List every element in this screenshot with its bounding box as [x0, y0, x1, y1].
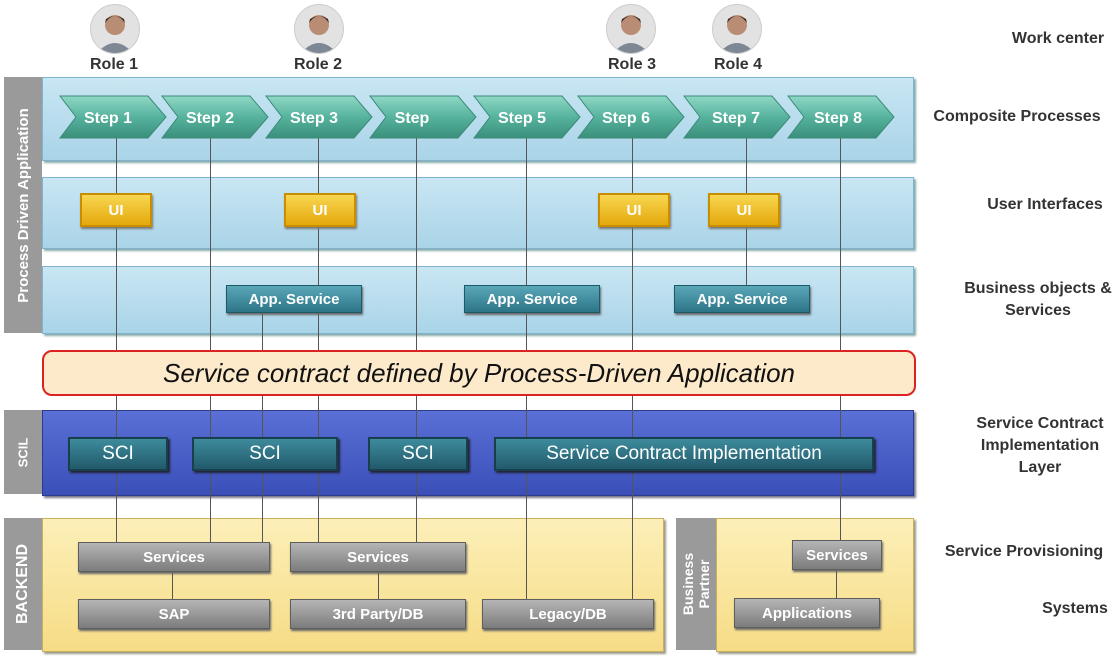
role-4-avatar [712, 4, 762, 54]
partner-applications: Applications [734, 598, 880, 628]
connector-line [116, 130, 117, 550]
app-service-3: App. Service [674, 285, 810, 313]
user-interfaces-layer [42, 177, 914, 249]
ui-box-3: UI [598, 193, 670, 227]
role-2-avatar [294, 4, 344, 54]
label-systems: Systems [1042, 600, 1108, 617]
ui-box-1: UI [80, 193, 152, 227]
step-2-chevron [160, 95, 269, 139]
backend-layer [42, 518, 664, 652]
role-2-label: Role 2 [293, 56, 342, 73]
step-6-label: Step 6 [602, 110, 650, 127]
backend-side-tab: BACKEND [4, 518, 42, 650]
label-service-contract-layer: Service Contract Implementation Layer [976, 415, 1104, 476]
backend-services-1: Services [78, 542, 270, 572]
role-4-label: Role 4 [713, 56, 762, 73]
sci-box-3: SCI [368, 437, 468, 471]
label-business-objects: Business objects & Services [964, 280, 1112, 319]
ui-box-4: UI [708, 193, 780, 227]
sci-box-2: SCI [192, 437, 338, 471]
system-sap: SAP [78, 599, 270, 629]
sci-box-1: SCI [68, 437, 168, 471]
step-4-label: Step [395, 110, 430, 127]
step-4-chevron [368, 95, 477, 139]
scil-side-tab: SCIL [4, 410, 42, 494]
connector-line [210, 130, 211, 550]
step-7-label: Step 7 [712, 110, 760, 127]
label-service-provisioning: Service Provisioning [944, 543, 1104, 560]
connector-line [378, 570, 379, 600]
step-8-label: Step 8 [814, 110, 862, 127]
connector-line [262, 312, 263, 550]
role-3-avatar [606, 4, 656, 54]
label-user-interfaces: User Interfaces [987, 196, 1103, 213]
partner-services: Services [792, 540, 882, 570]
process-steps: Step 1 Step 2 Step 3 Step Step 5 Step 6 … [58, 95, 895, 139]
service-contract-implementation-box: Service Contract Implementation [494, 437, 874, 471]
step-3-chevron [264, 95, 373, 139]
backend-services-2: Services [290, 542, 466, 572]
app-service-2: App. Service [464, 285, 600, 313]
step-7-chevron [682, 95, 791, 139]
business-partner-side-tab-label: Business Partner [680, 552, 712, 616]
step-6-chevron [576, 95, 685, 139]
step-5-chevron [472, 95, 581, 139]
step-5-label: Step 5 [498, 110, 546, 127]
business-partner-side-tab: Business Partner [676, 518, 716, 650]
connector-line [840, 130, 841, 550]
label-work-center: Work center [1011, 30, 1105, 47]
connector-line [318, 130, 319, 550]
backend-side-tab-label: BACKEND [14, 544, 31, 624]
connector-line [416, 130, 417, 550]
connector-line [836, 570, 837, 600]
ui-box-2: UI [284, 193, 356, 227]
role-3-label: Role 3 [607, 56, 656, 73]
label-composite-processes: Composite Processes [933, 108, 1101, 125]
system-legacy-db: Legacy/DB [482, 599, 654, 629]
app-service-1: App. Service [226, 285, 362, 313]
connector-line [172, 570, 173, 600]
step-1-chevron [58, 95, 167, 139]
service-contract-banner: Service contract defined by Process-Driv… [42, 350, 916, 396]
system-3rd-party-db: 3rd Party/DB [290, 599, 466, 629]
step-2-label: Step 2 [186, 110, 234, 127]
step-1-label: Step 1 [84, 110, 132, 127]
role-1-label: Role 1 [89, 56, 138, 73]
scil-side-tab-label: SCIL [15, 437, 31, 467]
step-3-label: Step 3 [290, 110, 338, 127]
business-partner-layer [716, 518, 914, 652]
step-8-chevron [786, 95, 895, 139]
pda-side-tab: Process Driven Application [4, 77, 42, 333]
role-1-avatar [90, 4, 140, 54]
